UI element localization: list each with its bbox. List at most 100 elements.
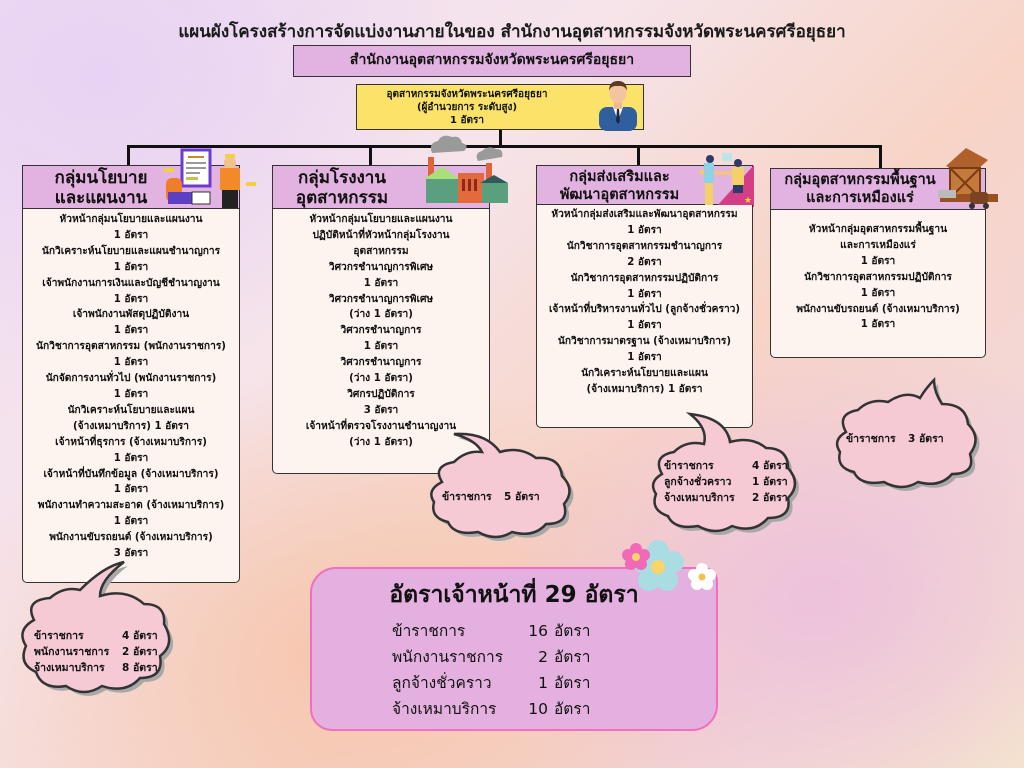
chart-title: แผนผังโครงสร้างการจัดแบ่งงานภายในของ สำน… xyxy=(178,22,846,42)
cloud-summary-count: 3 อัตรา xyxy=(908,433,944,445)
total-summary-label: ลูกจ้างชั่วคราว xyxy=(392,674,492,692)
position-line: วิศวกรชำนาญการพิเศษ xyxy=(328,261,434,273)
director-level: (ผู้อำนวยการ ระดับสูง) xyxy=(416,102,518,113)
cloud-summary-label: พนักงานราชการ xyxy=(34,646,110,658)
total-summary-label: พนักงานราชการ xyxy=(392,648,504,666)
position-line: (ว่าง 1 อัตรา) xyxy=(349,436,413,448)
total-summary-unit: อัตรา xyxy=(554,700,591,718)
position-line: 1 อัตรา xyxy=(113,452,149,464)
cloud-summary-count: 4 อัตรา xyxy=(122,630,158,642)
position-line: เจ้าพนักงานการเงินและบัญชีชำนาญงาน xyxy=(42,277,220,289)
businessman-icon xyxy=(599,81,637,131)
position-line: เจ้าพนักงานพัสดุปฏิบัติงาน xyxy=(72,309,190,321)
factory-icon xyxy=(424,135,508,203)
position-line: นักวิชาการอุตสาหกรรมปฏิบัติการ xyxy=(804,271,952,283)
cloud-summary-label: ข้าราชการ xyxy=(34,630,84,642)
cloud-summary-count: 5 อัตรา xyxy=(504,491,540,503)
group-name: อุตสาหกรรม xyxy=(295,188,389,208)
connector-trunk xyxy=(499,130,502,148)
position-line: 1 อัตรา xyxy=(860,319,896,331)
svg-text:★: ★ xyxy=(744,196,752,206)
total-summary-title: อัตราเจ้าหน้าที่ 29 อัตรา xyxy=(389,582,639,608)
cloud-summary-count: 1 อัตรา xyxy=(752,476,788,488)
director-title: อุตสาหกรรมจังหวัดพระนครศรีอยุธยา xyxy=(386,89,548,100)
position-line: หัวหน้ากลุ่มส่งเสริมและพัฒนาอุตสาหกรรม xyxy=(551,209,738,220)
group-name: และแผนงาน xyxy=(54,188,148,208)
position-line: นักจัดการงานทั่วไป (พนักงานราชการ) xyxy=(45,373,217,385)
cloud-summary-row: ข้าราชการ 4 อัตรา xyxy=(34,628,158,644)
position-line: นักวิชาการอุตสาหกรรมชำนาญการ xyxy=(566,240,723,252)
group-name: กลุ่มโรงงาน xyxy=(298,168,386,188)
position-line: อุตสาหกรรม xyxy=(353,245,409,257)
position-line: 1 อัตรา xyxy=(627,224,662,236)
total-summary-label: ข้าราชการ xyxy=(392,622,466,640)
position-line: นักวิชาการมาตรฐาน (จ้างเหมาบริการ) xyxy=(557,336,732,348)
director-box: อุตสาหกรรมจังหวัดพระนครศรีอยุธยา (ผู้อำน… xyxy=(356,81,644,131)
position-line: 1 อัตรา xyxy=(113,484,149,496)
cloud-summary-label: ข้าราชการ xyxy=(664,460,714,472)
cloud-shape xyxy=(430,432,574,541)
group-name: กลุ่มอุตสาหกรรมพื้นฐาน xyxy=(784,171,936,188)
planning-people-icon xyxy=(164,148,256,208)
position-line: 1 อัตรา xyxy=(363,277,399,289)
group-body: หัวหน้ากลุ่มนโยบายและแผนงานปฏิบัติหน้าที… xyxy=(272,209,490,474)
position-line: และการเหมืองแร่ xyxy=(840,239,916,251)
position-line: 1 อัตรา xyxy=(860,255,896,267)
flowers-icon xyxy=(622,540,716,591)
total-summary-count: 1 xyxy=(538,674,548,692)
position-line: 1 อัตรา xyxy=(113,293,149,305)
total-summary-count: 16 xyxy=(528,622,548,640)
total-summary-count: 2 xyxy=(538,648,548,666)
group-body: หัวหน้ากลุ่มส่งเสริมและพัฒนาอุตสาหกรรม 1 … xyxy=(536,205,753,428)
position-line: 3 อัตรา xyxy=(113,548,149,560)
connector-drop-3 xyxy=(637,145,640,165)
position-line: (จ้างเหมาบริการ) 1 อัตรา xyxy=(72,420,190,432)
group-name: และการเหมืองแร่ xyxy=(806,189,914,206)
position-line: 1 อัตรา xyxy=(627,352,662,364)
total-summary-unit: อัตรา xyxy=(554,622,591,640)
position-line: หัวหน้ากลุ่มอุตสาหกรรมพื้นฐาน xyxy=(808,224,948,235)
group-name: กลุ่มส่งเสริมและ xyxy=(569,168,670,185)
cloud-summary-count: 2 อัตรา xyxy=(752,492,788,504)
handshake-icon: ★ ★ xyxy=(698,153,754,207)
position-line: นักวิชาการอุตสาหกรรม (พนักงานราชการ) xyxy=(36,341,226,353)
position-line: 1 อัตรา xyxy=(113,388,149,400)
position-line: 1 อัตรา xyxy=(363,341,399,353)
cloud-shape xyxy=(835,376,980,491)
total-summary-panel: อัตราเจ้าหน้าที่ 29 อัตรา ข้าราชการ 16 อัต… xyxy=(310,567,718,731)
position-line: 1 อัตรา xyxy=(860,287,896,299)
position-line: 3 อัตรา xyxy=(363,404,399,416)
position-line: (จ้างเหมาบริการ) 1 อัตรา xyxy=(586,383,703,395)
position-line: วิศวกรชำนาญการ xyxy=(340,357,422,369)
connector-drop-1 xyxy=(127,145,130,165)
position-line: 1 อัตรา xyxy=(113,516,149,528)
total-summary-count: 10 xyxy=(528,700,548,718)
cloud-summary-row: ข้าราชการ 4 อัตรา xyxy=(664,458,788,474)
position-line: ปฏิบัติหน้าที่หัวหน้ากลุ่มโรงงาน xyxy=(312,229,450,241)
connector-drop-2 xyxy=(369,145,372,167)
position-line: วิศวกรชำนาญการ xyxy=(340,325,422,337)
position-line: เจ้าหน้าที่ตรวจโรงงานชำนาญงาน xyxy=(305,420,457,432)
position-line: นักวิเคราะห์นโยบายและแผน xyxy=(581,368,708,380)
cloud-shape xyxy=(21,560,174,696)
group-name: กลุ่มนโยบาย xyxy=(54,168,148,188)
cloud-summary-count: 4 อัตรา xyxy=(752,460,788,472)
position-line: 1 อัตรา xyxy=(113,357,149,369)
cloud-summary-label: จ้างเหมาบริการ xyxy=(664,492,735,504)
cloud-summary-row: จ้างเหมาบริการ 2 อัตรา xyxy=(664,490,788,506)
mine-icon xyxy=(938,148,998,209)
connector-horizontal xyxy=(127,145,882,148)
position-line: 2 อัตรา xyxy=(627,256,662,268)
director-count: 1 อัตรา xyxy=(450,115,484,126)
position-line: พนักงานขับรถยนต์ (จ้างเหมาบริการ) xyxy=(49,532,213,544)
total-summary-unit: อัตรา xyxy=(554,648,591,666)
